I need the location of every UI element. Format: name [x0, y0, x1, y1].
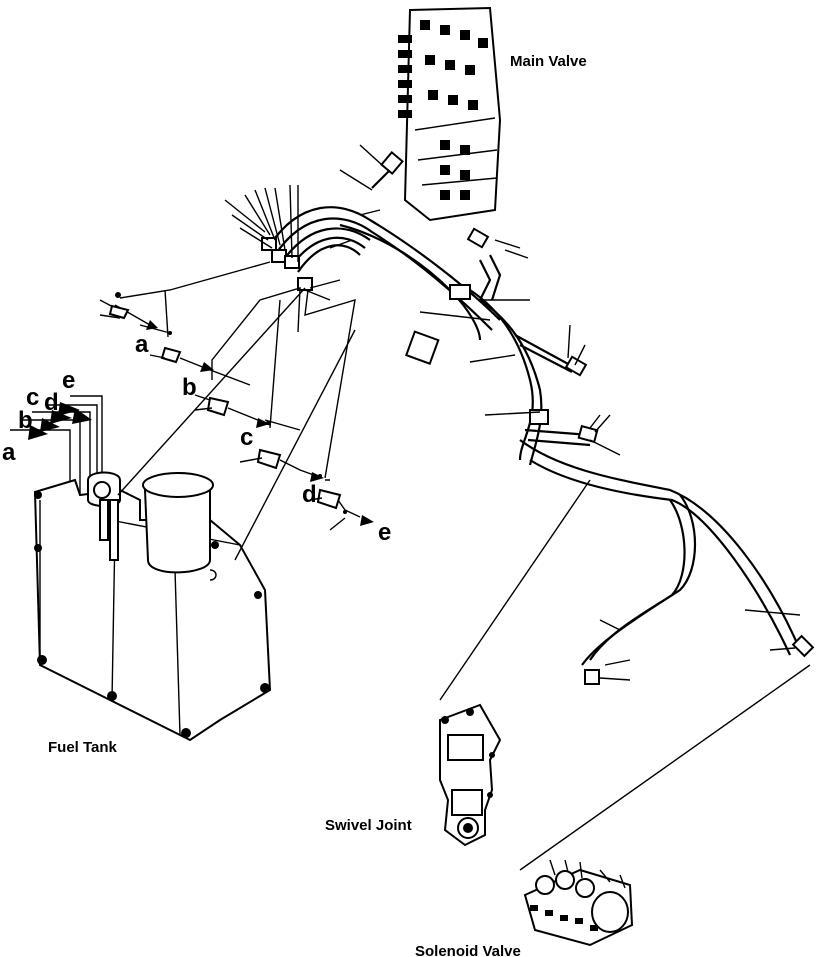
- fitting-label-a: a: [135, 331, 149, 358]
- main-valve-label: Main Valve: [510, 53, 587, 70]
- tank-label-c: c: [26, 384, 39, 411]
- main-valve-drawing: [398, 6, 502, 222]
- solenoid-valve-label: Solenoid Valve: [415, 943, 521, 957]
- fuel-tank-drawing: [33, 471, 272, 742]
- solenoid-valve-drawing: [523, 859, 634, 947]
- fitting-group: [99, 261, 361, 531]
- tank-label-e: e: [62, 367, 75, 394]
- fitting-label-d: d: [302, 481, 317, 508]
- swivel-joint-drawing: [439, 703, 502, 847]
- swivel-joint-label: Swivel Joint: [325, 817, 412, 834]
- fitting-label-c: c: [240, 424, 253, 451]
- fitting-label-b: b: [182, 374, 197, 401]
- tank-label-a: a: [2, 439, 16, 466]
- tank-label-d: d: [44, 389, 59, 416]
- hose-fittings: [261, 227, 815, 685]
- fuel-tank-label: Fuel Tank: [48, 739, 118, 756]
- hose-bundle: [269, 206, 802, 666]
- fitting-label-e: e: [378, 519, 391, 546]
